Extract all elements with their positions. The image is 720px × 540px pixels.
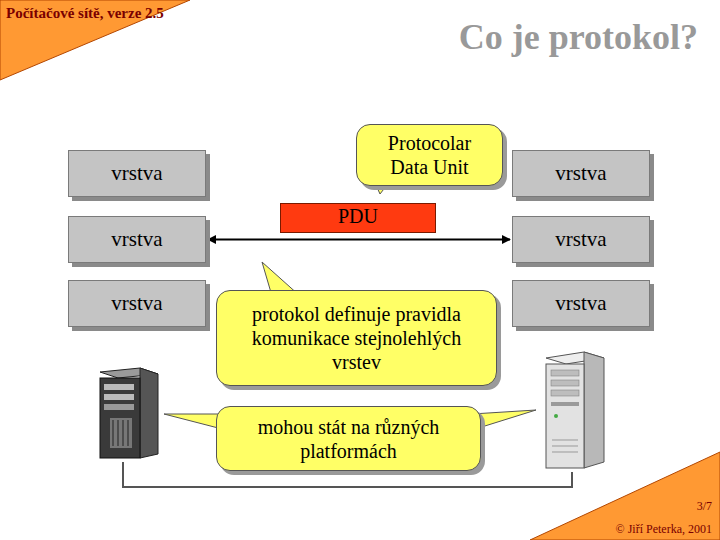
server-left [100,368,158,458]
header-corner: Počítačové sítě, verze 2.5 [0,0,190,80]
node-text: © Jiří Peterka, 2001 [616,522,712,537]
callout-bubble: Protocolar Data Unit [356,124,503,186]
node-text: vrstva [111,161,162,186]
node-text: Protocolar Data Unit [369,131,490,179]
layer-box: vrstva [512,280,650,327]
node-text: 3/7 [697,499,712,514]
node-text: vrstva [111,227,162,252]
layer-box: vrstva [68,280,206,327]
server-right [546,352,604,468]
node-text: vrstva [555,227,606,252]
slide-title: Co je protokol? [459,16,698,58]
callout-bubble: mohou stát na různých platformách [216,406,481,471]
layer-box: vrstva [68,216,206,263]
node-text: mohou stát na různých platformách [229,415,468,463]
callout-tail [472,410,536,430]
layer-box: vrstva [512,150,650,197]
layer-box: vrstva [512,216,650,263]
node-text: protokol definuje pravidla komunikace st… [229,302,484,374]
node-text: vrstva [555,161,606,186]
callout-bubble: protokol definuje pravidla komunikace st… [216,290,497,386]
footer-corner: 3/7 © Jiří Peterka, 2001 [530,452,720,540]
layer-box: vrstva [68,150,206,197]
pdu-arrow [208,239,510,241]
node-text: vrstva [111,291,162,316]
pdu-box: PDU [280,203,436,233]
node-text: vrstva [555,291,606,316]
node-text: PDU [338,205,378,228]
node-text: Počítačové sítě, verze 2.5 [6,4,190,23]
